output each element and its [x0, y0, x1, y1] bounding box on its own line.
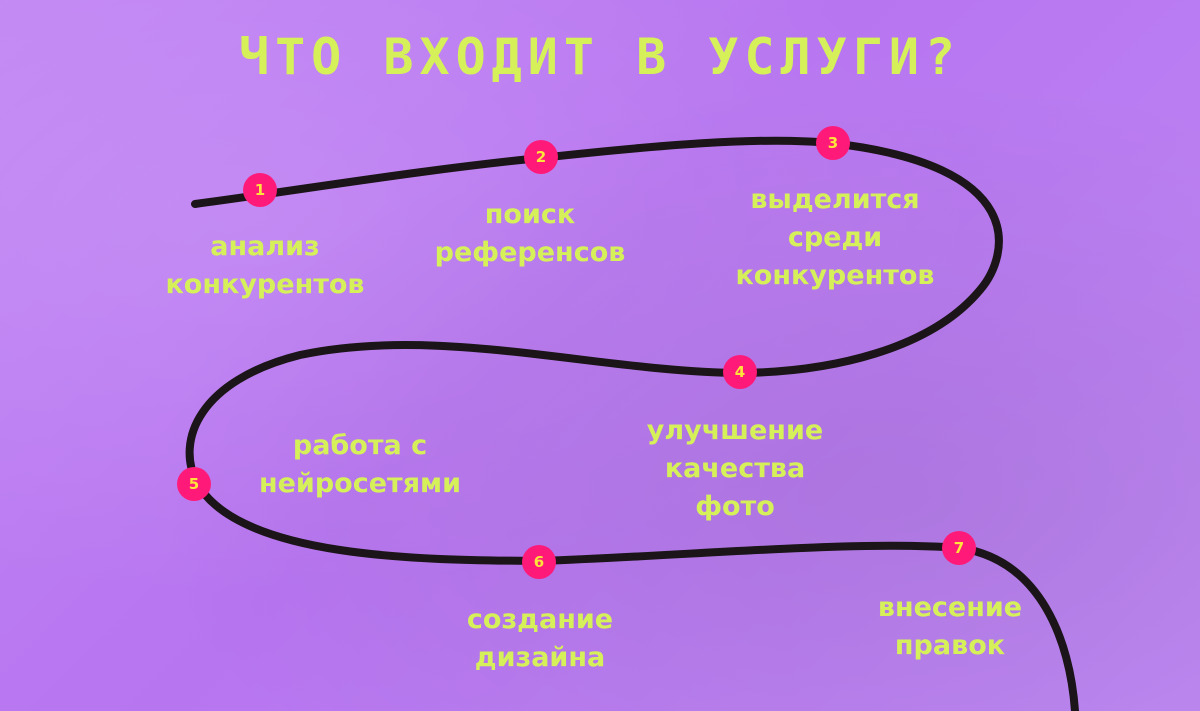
step-label-3: выделится среди конкурентов	[725, 181, 945, 295]
step-label-6: создание дизайна	[440, 601, 640, 677]
step-marker-2: 2	[524, 140, 558, 174]
step-number: 7	[954, 539, 964, 557]
step-label-2: поиск референсов	[405, 196, 655, 272]
step-number: 6	[534, 553, 544, 571]
step-label-line: дизайна	[474, 642, 606, 673]
step-number: 3	[828, 134, 838, 152]
step-label-line: конкурентов	[735, 260, 935, 291]
step-label-line: нейросетями	[258, 468, 462, 499]
step-label-line: правок	[894, 630, 1006, 661]
step-label-line: качества	[664, 453, 806, 484]
step-label-line: внесение	[877, 592, 1023, 623]
page-title: что входит в услуги?	[238, 28, 962, 86]
step-label-line: фото	[695, 491, 775, 522]
step-number: 2	[536, 148, 546, 166]
step-marker-1: 1	[243, 173, 277, 207]
step-number: 4	[735, 363, 745, 381]
step-number: 5	[189, 475, 199, 493]
step-label-line: среди	[787, 222, 883, 253]
step-marker-6: 6	[522, 545, 556, 579]
step-label-line: создание	[466, 604, 614, 635]
step-dot	[524, 140, 558, 174]
winding-path-line	[185, 136, 1079, 711]
step-label-line: анализ	[210, 231, 320, 262]
step-label-line: улучшение	[646, 415, 824, 446]
step-label-5: работа с нейросетями	[250, 427, 470, 503]
step-label-1: анализ конкурентов	[160, 228, 370, 304]
step-dot	[522, 545, 556, 579]
step-number: 1	[255, 181, 265, 199]
step-label-line: работа с	[292, 430, 428, 461]
step-marker-5: 5	[177, 467, 211, 501]
step-marker-3: 3	[816, 126, 850, 160]
step-markers: 1 2 3 4 5 6 7	[177, 126, 976, 579]
step-label-line: референсов	[434, 237, 626, 268]
step-marker-7: 7	[942, 531, 976, 565]
step-dot	[816, 126, 850, 160]
step-dot	[177, 467, 211, 501]
step-label-line: конкурентов	[165, 269, 365, 300]
step-dot	[243, 173, 277, 207]
step-marker-4: 4	[723, 355, 757, 389]
step-dot	[723, 355, 757, 389]
step-dot	[942, 531, 976, 565]
step-label-4: улучшение качества фото	[630, 412, 840, 526]
step-label-7: внесение правок	[860, 589, 1040, 665]
step-label-line: поиск	[484, 199, 576, 230]
step-label-line: выделится	[750, 184, 920, 215]
